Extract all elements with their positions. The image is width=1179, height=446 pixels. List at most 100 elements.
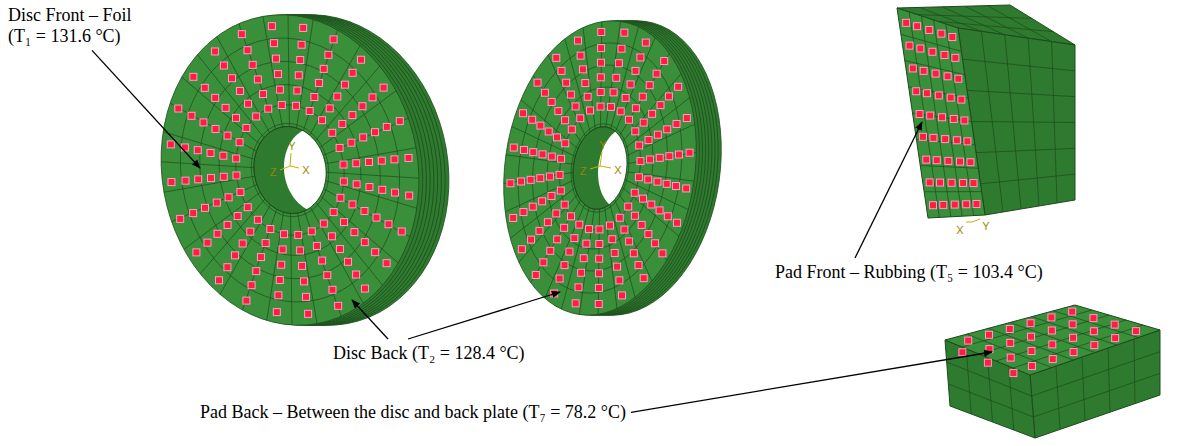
node-marker — [571, 235, 578, 242]
node-marker — [237, 189, 244, 196]
node-marker — [635, 262, 642, 269]
node-marker — [529, 203, 536, 210]
node-marker — [906, 42, 913, 49]
node-marker — [568, 213, 575, 220]
node-marker — [311, 93, 318, 100]
node-marker — [582, 80, 589, 87]
node-marker — [200, 119, 207, 126]
node-marker — [361, 239, 368, 246]
node-marker — [238, 31, 245, 38]
node-marker — [585, 226, 592, 233]
node-marker — [224, 132, 231, 139]
node-marker — [587, 107, 594, 114]
node-marker — [909, 65, 916, 72]
node-marker — [366, 184, 373, 191]
node-marker — [330, 209, 337, 216]
axis-triad-line — [280, 166, 290, 170]
node-marker — [237, 87, 244, 94]
node-marker — [537, 122, 544, 129]
node-marker — [1111, 321, 1118, 328]
node-marker — [316, 79, 323, 86]
node-marker — [563, 79, 570, 86]
temperature-label: Disc Back (T₂ = 128.4 °C) — [333, 343, 525, 364]
node-marker — [632, 105, 639, 112]
node-marker — [534, 79, 541, 86]
node-marker — [645, 137, 652, 144]
node-marker — [955, 75, 962, 82]
node-marker — [536, 227, 543, 234]
node-marker — [212, 94, 219, 101]
node-marker — [194, 147, 201, 154]
node-marker — [947, 94, 954, 101]
node-marker — [520, 209, 527, 216]
node-marker — [616, 214, 623, 221]
node-marker — [631, 212, 638, 219]
axis-letter: Y — [599, 140, 606, 151]
node-marker — [577, 115, 584, 122]
node-marker — [326, 105, 333, 112]
node-marker — [1070, 334, 1077, 341]
node-marker — [916, 111, 923, 118]
axis-triad-line — [290, 166, 299, 168]
node-marker — [228, 75, 235, 82]
axis-triad-line — [966, 222, 972, 223]
node-marker — [597, 59, 604, 66]
node-marker — [539, 198, 546, 205]
node-marker — [324, 272, 331, 279]
disc-back-mesh — [504, 21, 722, 315]
node-marker — [960, 179, 967, 186]
node-marker — [597, 103, 604, 110]
node-marker — [656, 154, 663, 161]
node-marker — [245, 100, 252, 107]
node-marker — [510, 214, 517, 221]
node-marker — [649, 110, 656, 117]
node-marker — [545, 128, 552, 135]
axis-triad-line — [972, 219, 980, 222]
node-marker — [683, 115, 690, 122]
node-marker — [406, 192, 413, 199]
node-marker — [349, 69, 356, 76]
node-marker — [385, 221, 392, 228]
node-marker — [579, 66, 586, 73]
axis-triad-line — [600, 152, 602, 166]
node-marker — [1090, 328, 1097, 335]
node-marker — [952, 54, 959, 61]
node-marker — [914, 23, 921, 30]
node-marker — [278, 261, 285, 268]
node-marker — [544, 219, 551, 226]
node-marker — [328, 233, 335, 240]
node-marker — [621, 29, 628, 36]
node-marker — [207, 149, 214, 156]
node-marker — [297, 57, 304, 64]
node-marker — [645, 176, 652, 183]
node-marker — [615, 60, 622, 67]
node-marker — [654, 131, 661, 138]
node-marker — [562, 117, 569, 124]
node-marker — [348, 139, 355, 146]
node-marker — [353, 271, 360, 278]
node-marker — [222, 104, 229, 111]
node-marker — [279, 246, 286, 253]
node-marker — [539, 151, 546, 158]
node-marker — [917, 45, 924, 52]
node-marker — [541, 89, 548, 96]
node-marker — [248, 282, 255, 289]
node-marker — [1112, 335, 1119, 342]
node-marker — [276, 86, 283, 93]
node-marker — [556, 171, 563, 178]
axis-letter: Y — [288, 141, 295, 152]
node-marker — [561, 201, 568, 208]
node-marker — [405, 154, 412, 161]
axis-triad-line — [290, 153, 291, 166]
node-marker — [391, 156, 398, 163]
node-marker — [923, 90, 930, 97]
node-marker — [945, 157, 952, 164]
node-marker — [961, 117, 968, 124]
node-marker — [606, 222, 613, 229]
node-marker — [964, 138, 971, 145]
node-marker — [175, 105, 182, 112]
node-marker — [647, 156, 654, 163]
node-marker — [613, 74, 620, 81]
node-marker — [610, 89, 617, 96]
node-marker — [632, 67, 639, 74]
